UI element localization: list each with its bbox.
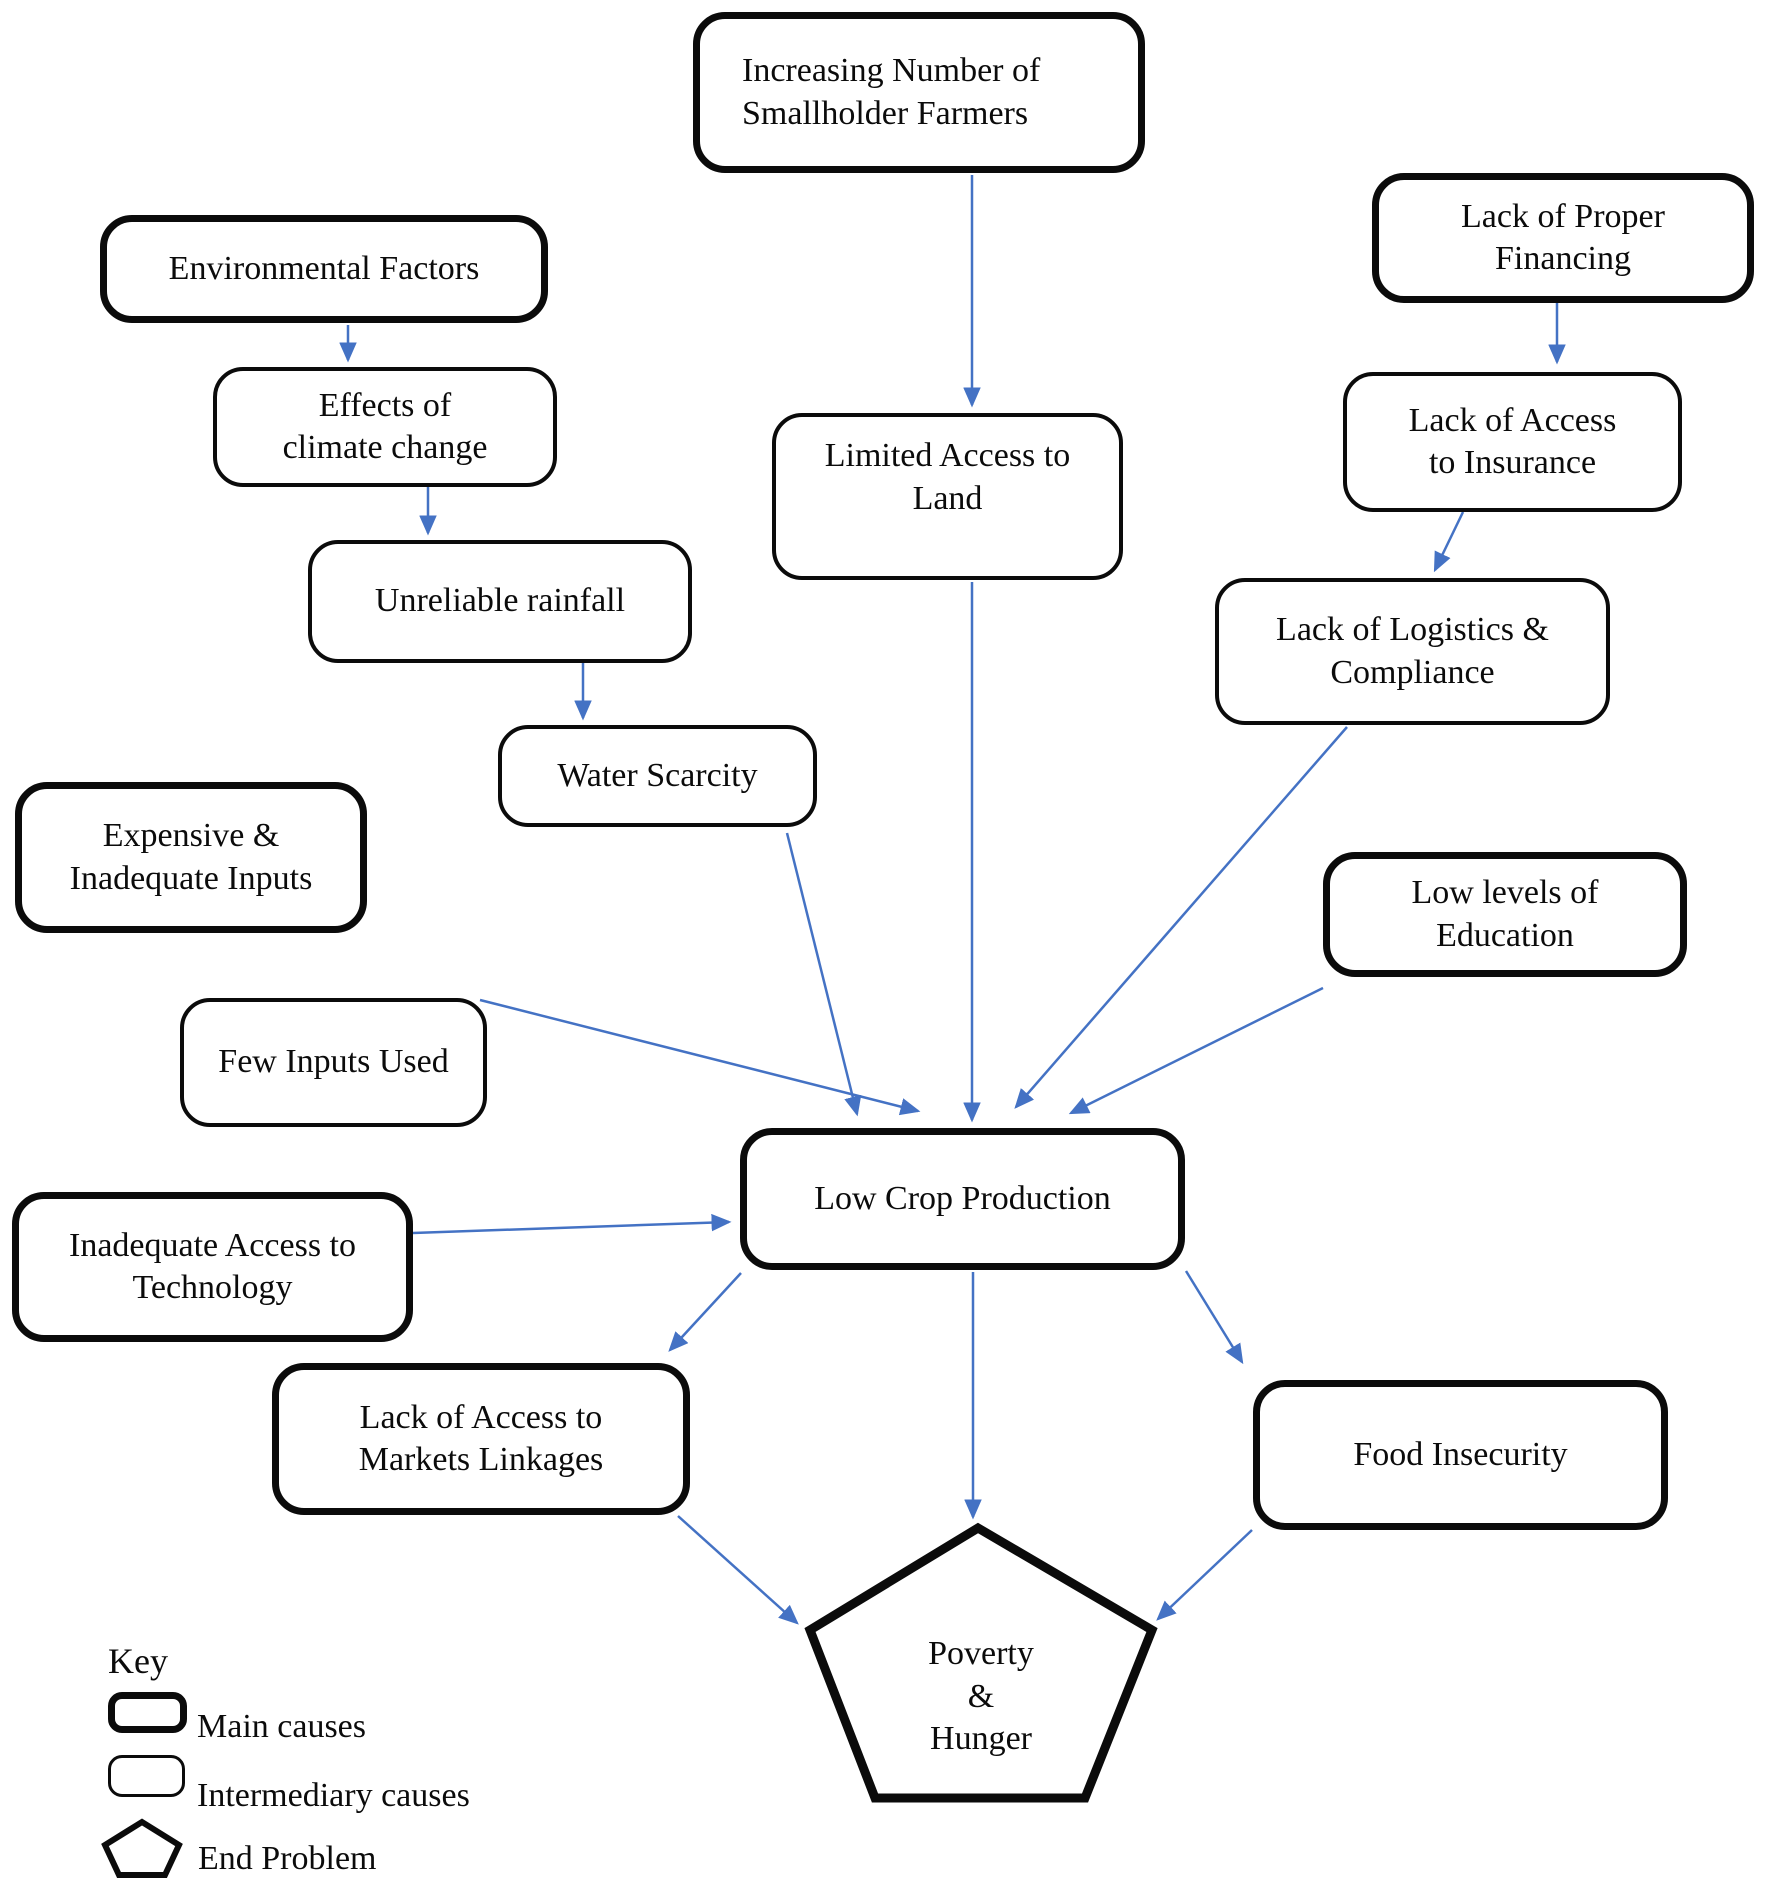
arrow-technology-to-crop [412, 1213, 732, 1235]
node-unreliable-rainfall: Unreliable rainfall [308, 540, 692, 663]
node-label: Expensive & Inadequate Inputs [69, 817, 313, 897]
node-environmental-factors: Environmental Factors [100, 215, 548, 323]
arrow-crop-to-markets [668, 1272, 742, 1352]
arrow-crop-to-food [1184, 1270, 1244, 1365]
node-label: Poverty & Hunger [928, 1635, 1034, 1758]
arrow-logistics-to-crop [1014, 726, 1348, 1109]
node-label: Low levels of Education [1411, 874, 1599, 954]
node-low-crop-production: Low Crop Production [740, 1128, 1185, 1270]
node-food-insecurity: Food Insecurity [1253, 1380, 1668, 1530]
node-label: Low Crop Production [814, 1179, 1111, 1217]
node-label: Inadequate Access to Technology [69, 1226, 356, 1307]
arrow-fewinputs-to-crop [479, 998, 921, 1116]
node-expensive-inadequate-inputs: Expensive & Inadequate Inputs [15, 782, 367, 933]
key-main-causes-swatch [108, 1692, 187, 1733]
node-inadequate-access-to-technology: Inadequate Access to Technology [12, 1192, 413, 1342]
node-label: Unreliable rainfall [374, 582, 626, 620]
node-low-levels-of-education: Low levels of Education [1323, 852, 1687, 977]
end-problem-pentagon [804, 1522, 1158, 1803]
node-label: Lack of Access to Insurance [1408, 401, 1617, 482]
node-water-scarcity: Water Scarcity [498, 725, 817, 827]
arrow-education-to-crop [1068, 986, 1324, 1115]
node-label: Few Inputs Used [218, 1043, 449, 1081]
node-lack-of-logistics-compliance: Lack of Logistics & Compliance [1215, 578, 1610, 725]
node-label: Lack of Access to Markets Linkages [358, 1398, 604, 1479]
node-lack-of-proper-financing: Lack of Proper Financing [1372, 173, 1754, 303]
node-label: Increasing Number of Smallholder Farmers [742, 52, 1041, 132]
node-few-inputs-used: Few Inputs Used [180, 998, 487, 1127]
node-increasing-smallholder-farmers: Increasing Number of Smallholder Farmers [693, 12, 1145, 173]
node-effects-of-climate-change: Effects of climate change [213, 367, 557, 487]
node-label: Lack of Proper Financing [1461, 197, 1665, 278]
node-lack-of-access-to-insurance: Lack of Access to Insurance [1343, 372, 1682, 512]
arrow-markets-to-endproblem [677, 1515, 799, 1625]
key-end-problem-swatch [101, 1818, 183, 1878]
node-label: Limited Access to Land [824, 437, 1071, 517]
key-main-causes-label: Main causes [197, 1708, 367, 1745]
node-label: Lack of Logistics & Compliance [1276, 611, 1549, 691]
node-label: Effects of climate change [282, 386, 488, 467]
arrow-food-to-endproblem [1156, 1529, 1253, 1621]
arrow-water-to-crop [785, 832, 862, 1117]
key-intermediary-causes-label: Intermediary causes [197, 1777, 470, 1814]
key-pentagon-shape [101, 1818, 183, 1878]
node-lack-of-access-to-markets-linkages: Lack of Access to Markets Linkages [272, 1363, 690, 1515]
key-end-problem-label: End Problem [198, 1840, 377, 1877]
node-limited-access-to-land: Limited Access to Land [772, 413, 1123, 580]
node-label: Food Insecurity [1353, 1435, 1568, 1473]
node-label: Water Scarcity [557, 756, 758, 794]
arrow-insurance-to-logistics [1433, 511, 1465, 573]
key-title: Key [108, 1641, 168, 1681]
end-problem-label: Poverty & Hunger [810, 1622, 1152, 1772]
key-intermediary-causes-swatch [108, 1755, 185, 1797]
node-label: Environmental Factors [168, 249, 480, 287]
